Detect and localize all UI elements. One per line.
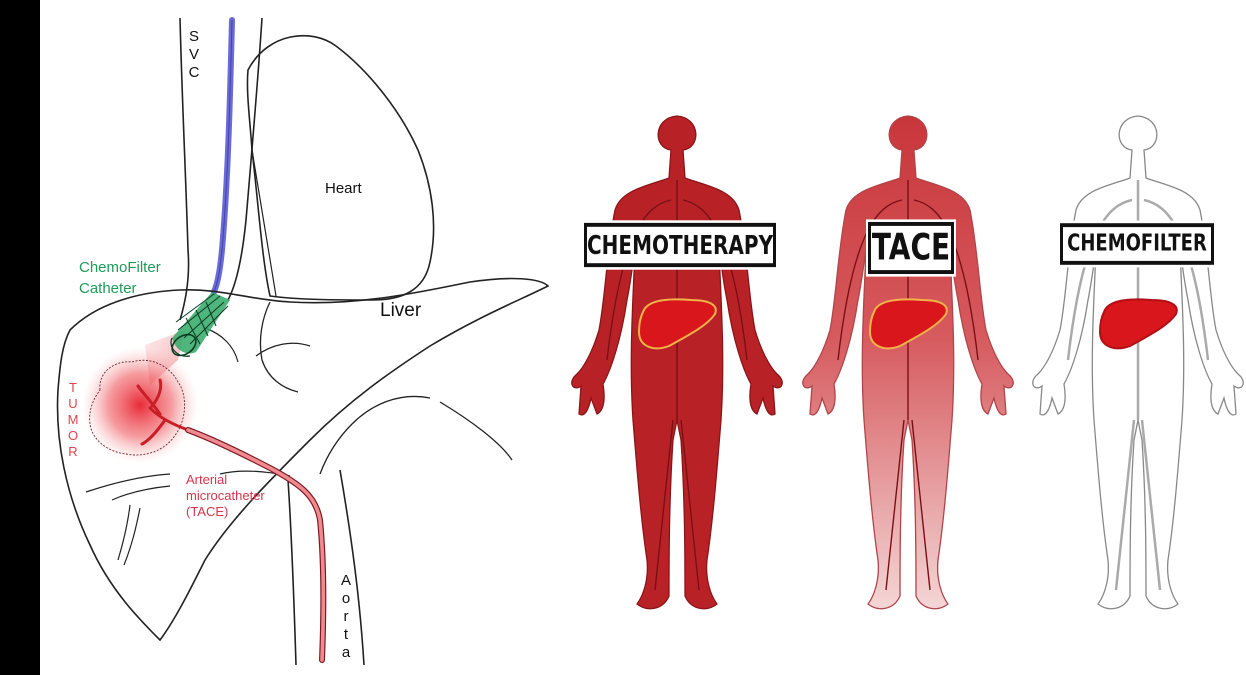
liver-label: Liver	[380, 300, 421, 322]
tumor-glow	[82, 347, 198, 463]
chemofilter-catheter-label: ChemoFilter Catheter	[79, 257, 161, 299]
aorta-wall-left	[288, 480, 296, 665]
chemofilter-tag: CHEMOFILTER	[1060, 223, 1214, 265]
arterial-microcatheter	[188, 430, 323, 660]
svc-guidewire	[214, 20, 232, 292]
tace-tag: TACE	[868, 222, 954, 274]
heart-label: Heart	[325, 180, 362, 197]
arterial-microcatheter-label: Arterial microcatheter (TACE)	[186, 472, 265, 520]
chemotherapy-tag: CHEMOTHERAPY	[584, 223, 776, 267]
heart-outline	[247, 36, 433, 300]
